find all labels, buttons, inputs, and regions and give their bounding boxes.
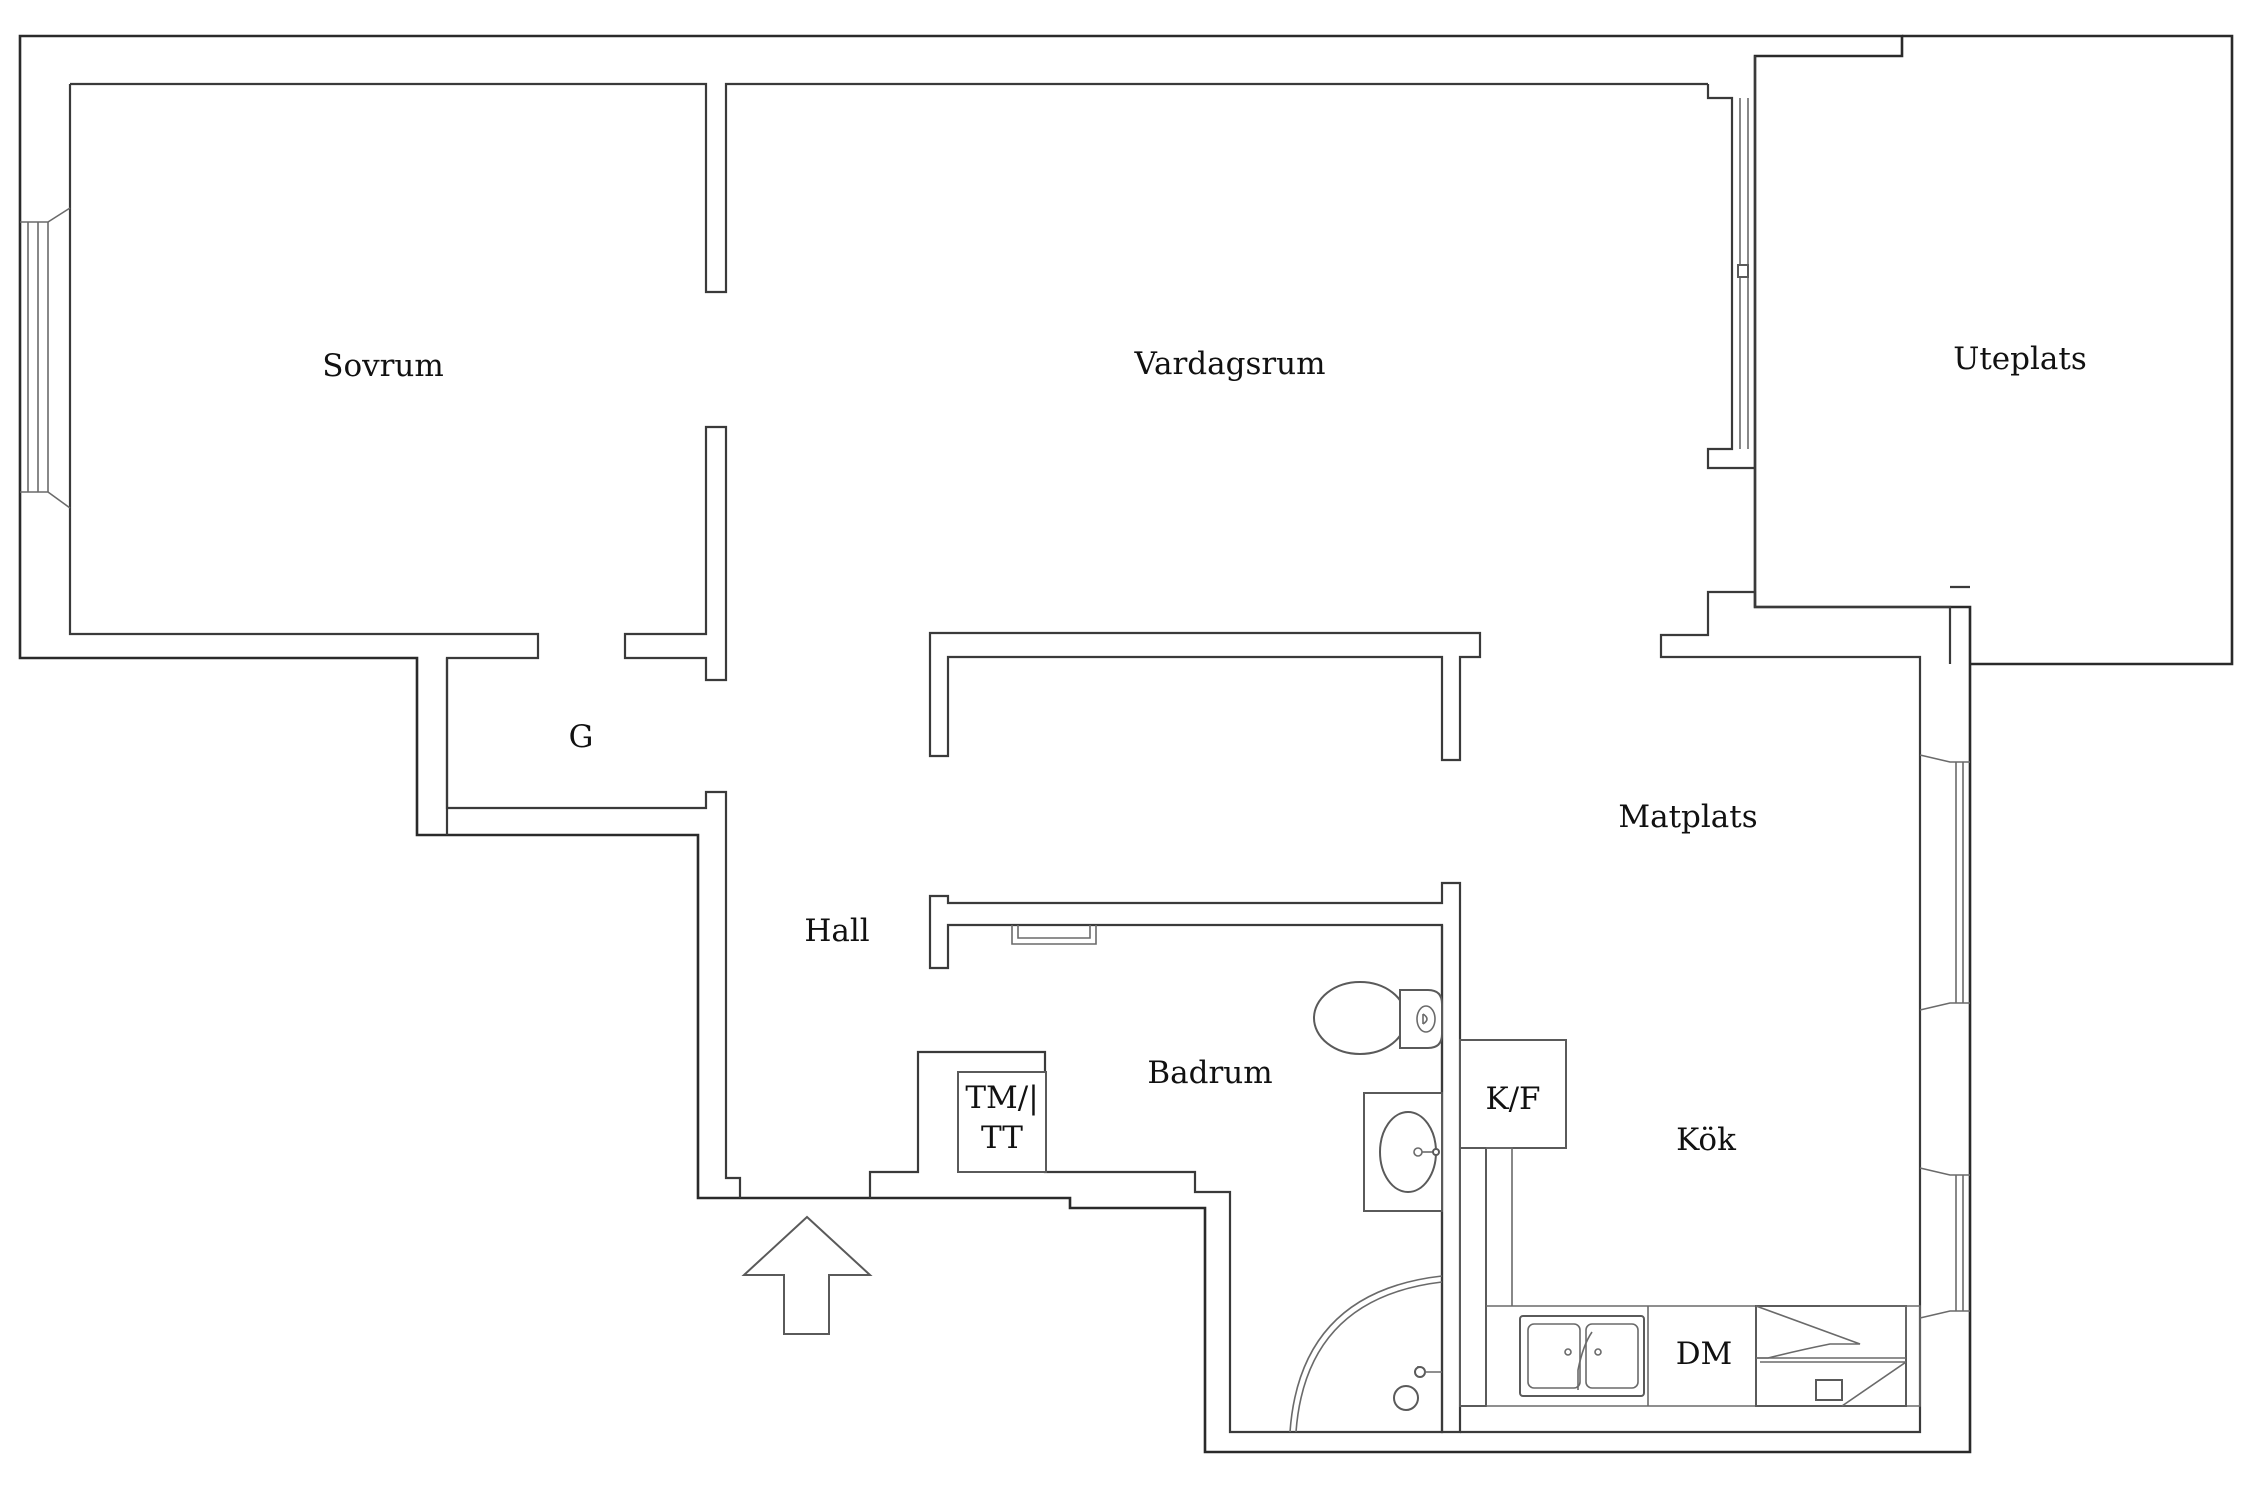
kok-label: Kök: [1676, 1122, 1736, 1158]
central-partition: [928, 631, 1482, 762]
outer-walls: [18, 34, 2234, 1454]
window-icon: [1919, 754, 1970, 1011]
uteplats-label: Uteplats: [1953, 341, 2087, 377]
dm-label: DM: [1676, 1336, 1733, 1372]
window-icon: [1919, 1167, 1970, 1319]
badrum-walls: [868, 881, 1462, 1434]
sovrum-walls: [68, 82, 1708, 835]
tm-tt-label-line1: TM/|: [965, 1080, 1038, 1116]
sovrum-label: Sovrum: [322, 348, 444, 384]
vardagsrum-label: Vardagsrum: [1133, 346, 1325, 382]
kf-label: K/F: [1485, 1081, 1540, 1117]
kitchen-sink-icon: [1519, 1315, 1645, 1397]
entrance-arrow-icon: [741, 1215, 873, 1335]
g-walls: [445, 658, 742, 1198]
shower-icon: [1289, 1275, 1443, 1433]
uteplats-walls: [1460, 56, 1970, 1434]
tm-tt-label-line2: TT: [981, 1120, 1023, 1156]
hall-label: Hall: [804, 913, 869, 949]
towel-rail: [1011, 925, 1097, 945]
stove-icon: [1755, 1305, 1907, 1407]
washbasin-icon: [1363, 1092, 1443, 1212]
window-icon: [20, 207, 71, 509]
balcony-door: [1706, 84, 1755, 470]
fridge-freezer: [1459, 1039, 1567, 1149]
badrum-label: Badrum: [1147, 1055, 1272, 1091]
matplats-label: Matplats: [1618, 799, 1757, 835]
g-label: G: [569, 719, 594, 755]
toilet-icon: [1313, 981, 1443, 1055]
